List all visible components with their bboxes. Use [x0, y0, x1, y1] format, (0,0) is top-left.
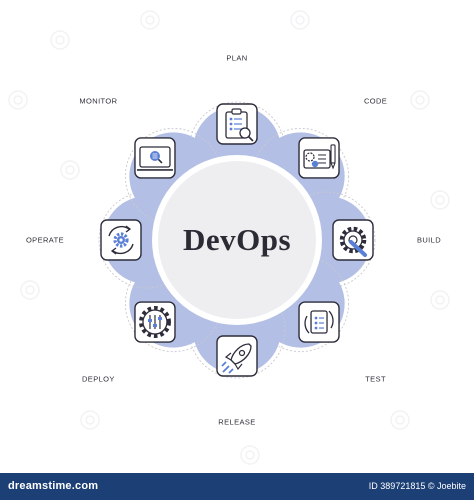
gear-cycle-icon [100, 219, 142, 261]
petal-dashed-ring-code [252, 127, 350, 225]
stage-label-deploy: DEPLOY [81, 374, 115, 384]
watermark-logo [60, 160, 80, 180]
watermark-logo [80, 410, 100, 430]
center-circle [158, 161, 316, 319]
watermark-bar: dreamstime.com ID 389721815 © Joebite [0, 473, 474, 500]
icon-layer [100, 103, 374, 377]
stage-label-code: CODE [363, 96, 388, 106]
stage-label-build: BUILD [416, 235, 442, 245]
watermark-logo [430, 190, 450, 210]
stage-label-plan: PLAN [226, 53, 248, 63]
monitor-search-icon [134, 137, 176, 179]
watermark-logo [430, 290, 450, 310]
code-document-icon [298, 137, 340, 179]
watermark-id: ID 389721815 © Joebite [368, 481, 466, 491]
watermark-logo [290, 10, 310, 30]
watermark-logo [8, 90, 28, 110]
clipboard-checklist-icon [216, 103, 258, 145]
stage-label-operate: OPERATE [25, 235, 65, 245]
background-watermark [8, 10, 450, 465]
stage-label-monitor: MONITOR [79, 96, 118, 106]
stage-label-test: TEST [365, 374, 386, 384]
watermark-logo [410, 90, 430, 110]
watermark-logo [390, 410, 410, 430]
stage-label-release: RELEASE [218, 417, 256, 427]
watermark-logo [240, 445, 260, 465]
watermark-logo [20, 280, 40, 300]
diagram-center-title: DevOps [182, 222, 292, 257]
watermark-logo [50, 30, 70, 50]
watermark-site: dreamstime.com [8, 480, 99, 492]
rocket-icon [216, 335, 258, 377]
petal-layer [98, 101, 376, 379]
devops-diagram [8, 10, 450, 465]
test-clipboard-cycle-icon [298, 301, 340, 343]
watermark-logo [140, 10, 160, 30]
slider-gear-icon [134, 301, 176, 343]
gear-wrench-icon [332, 219, 374, 261]
petal-dashed-ring-build [278, 191, 376, 289]
